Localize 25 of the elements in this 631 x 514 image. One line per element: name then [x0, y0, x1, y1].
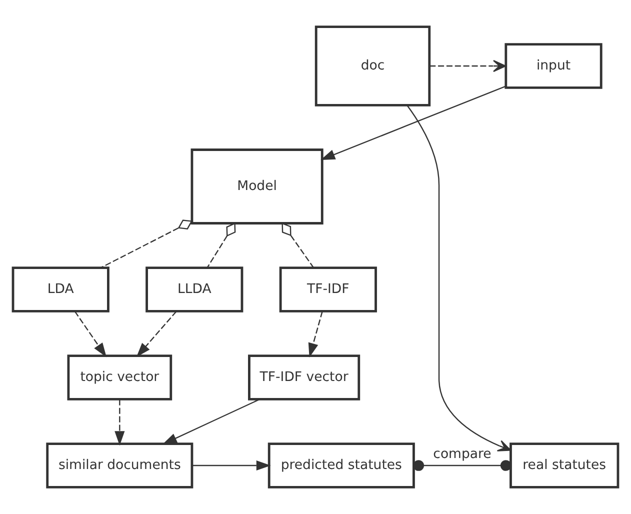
node-box: LDA — [12, 266, 110, 312]
arrow — [114, 399, 125, 446]
node-box: real statutes — [510, 442, 620, 488]
node-box: input — [504, 43, 602, 89]
arrow — [320, 86, 506, 160]
arrow — [406, 104, 512, 452]
arrow — [430, 60, 506, 72]
connector — [206, 222, 236, 268]
node-box: topic vector — [67, 354, 172, 400]
arrow — [74, 311, 107, 358]
node-box: similar documents — [46, 442, 194, 488]
edge-label: compare — [433, 447, 492, 462]
arrow — [192, 460, 271, 471]
connector — [282, 222, 314, 268]
connector — [100, 220, 193, 268]
node-box: doc — [314, 26, 431, 106]
node-box: predicted statutes — [268, 442, 415, 488]
arrow — [136, 311, 177, 358]
arrow — [162, 398, 260, 444]
arrow — [308, 311, 323, 358]
node-box: LLDA — [146, 266, 244, 312]
node-box: Model — [190, 148, 324, 224]
node-box: TF-IDF — [279, 266, 377, 312]
connector — [413, 460, 512, 471]
node-box: TF-IDF vector — [248, 354, 360, 400]
